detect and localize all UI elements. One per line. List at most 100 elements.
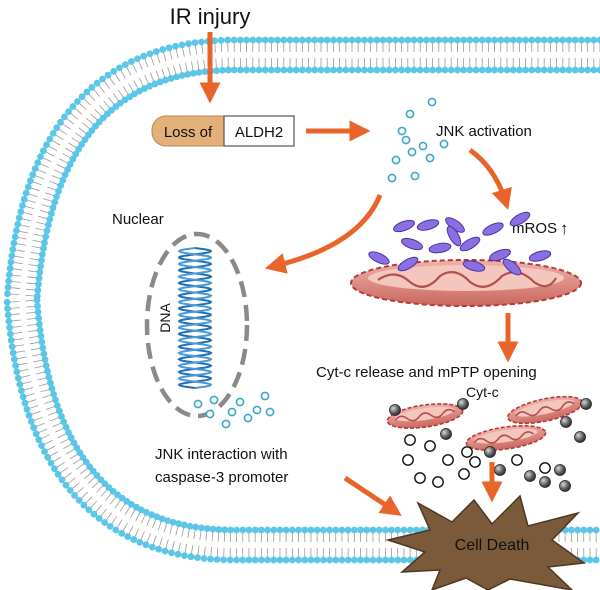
- lipid-head: [565, 36, 573, 44]
- lipid-head: [350, 556, 358, 564]
- lipid-head: [65, 108, 72, 116]
- lipid-head: [116, 64, 123, 72]
- lipid-head: [410, 66, 418, 74]
- cytc-label: Cyt-c: [466, 384, 499, 400]
- lipid-head: [264, 526, 271, 534]
- lipid-head: [211, 37, 219, 45]
- lipid-head: [162, 76, 169, 84]
- lipid-head: [491, 66, 498, 74]
- lipid-head: [348, 66, 356, 74]
- lipid-head: [187, 553, 195, 561]
- lipid-head: [136, 87, 143, 95]
- ros-particle: [509, 211, 531, 227]
- jnk-particle: [397, 126, 407, 136]
- lipid-head: [497, 36, 505, 44]
- lipid-head: [571, 66, 579, 74]
- lipid-head: [233, 556, 240, 564]
- lipid-head: [148, 511, 155, 519]
- lipid-head: [472, 66, 480, 74]
- lipid-head: [90, 510, 98, 518]
- lipid-head: [357, 556, 364, 564]
- nuclear-jnk-particles: [193, 391, 275, 429]
- lipid-head: [72, 150, 80, 158]
- lipid-head: [516, 36, 523, 44]
- lipid-head: [357, 526, 364, 534]
- cytc-particle: [440, 428, 452, 440]
- lipid-head: [4, 290, 11, 298]
- lipid-head: [192, 523, 200, 531]
- lipid-head: [118, 529, 126, 537]
- lipid-head: [73, 98, 81, 105]
- lipid-head: [6, 324, 13, 332]
- lipid-head: [136, 538, 144, 546]
- lipid-head: [130, 536, 138, 543]
- lipid-head: [20, 195, 28, 203]
- lipid-head: [47, 459, 55, 467]
- aldh2-label: ALDH2: [235, 124, 283, 141]
- lipid-head: [280, 66, 288, 74]
- lipid-head: [59, 176, 67, 184]
- lipid-head: [21, 399, 29, 407]
- lipid-head: [95, 515, 103, 522]
- jnk-particle: [205, 409, 215, 419]
- jnk-particle: [235, 397, 245, 407]
- lipid-head: [38, 338, 46, 346]
- cytc-particle: [524, 470, 536, 482]
- lipid-head: [348, 36, 356, 44]
- lipid-head: [19, 393, 27, 401]
- lipid-head: [323, 66, 331, 74]
- lipid-head: [156, 78, 164, 86]
- lipid-head: [62, 481, 70, 489]
- lipid-head: [268, 36, 275, 44]
- lipid-head: [237, 66, 244, 74]
- lipid-head: [14, 220, 22, 228]
- cytc-particle-open: [539, 462, 551, 474]
- lipid-head: [454, 36, 461, 44]
- lipid-head: [392, 36, 399, 44]
- jnk-particle: [221, 419, 231, 429]
- ros-particles: [368, 211, 552, 276]
- small-mito-cristae: [473, 431, 535, 444]
- lipid-head: [381, 556, 389, 564]
- lipid-head: [152, 48, 160, 55]
- jnk-particle: [427, 97, 437, 107]
- lipid-head: [69, 103, 77, 110]
- lipid-head: [369, 526, 377, 534]
- lipid-head: [245, 526, 253, 534]
- lipid-head: [78, 140, 86, 148]
- lipid-head: [142, 541, 150, 549]
- lipid-head: [17, 208, 25, 216]
- lipid-head: [146, 50, 154, 58]
- lipid-head: [164, 517, 172, 524]
- lipid-head: [172, 42, 179, 50]
- lipid-head: [350, 526, 358, 534]
- lipid-head: [336, 36, 343, 44]
- lipid-head: [88, 84, 96, 91]
- lipid-head: [220, 556, 228, 564]
- lipid-head: [237, 36, 244, 44]
- lipid-head: [584, 36, 591, 44]
- lipid-head: [35, 320, 43, 328]
- lipid-head: [186, 522, 194, 530]
- lipid-head: [295, 526, 302, 534]
- lipid-head: [400, 556, 408, 564]
- ros-particle: [416, 219, 440, 231]
- lipid-head: [338, 526, 346, 534]
- lipid-head: [10, 355, 18, 363]
- lipid-head: [534, 66, 542, 74]
- lipid-head: [485, 36, 492, 44]
- lipid-head: [307, 526, 315, 534]
- lipid-head: [586, 556, 594, 564]
- lipid-head: [58, 413, 65, 420]
- lipid-head: [580, 526, 588, 534]
- lipid-head: [373, 36, 381, 44]
- lipid-head: [441, 36, 449, 44]
- lipid-head: [423, 66, 430, 74]
- lipid-head: [46, 135, 54, 143]
- ros-particle: [459, 236, 481, 252]
- lipid-head: [319, 556, 327, 564]
- lipid-head: [17, 387, 25, 395]
- lipid-head: [553, 36, 560, 44]
- lipid-head: [159, 46, 167, 53]
- lipid-head: [38, 256, 45, 264]
